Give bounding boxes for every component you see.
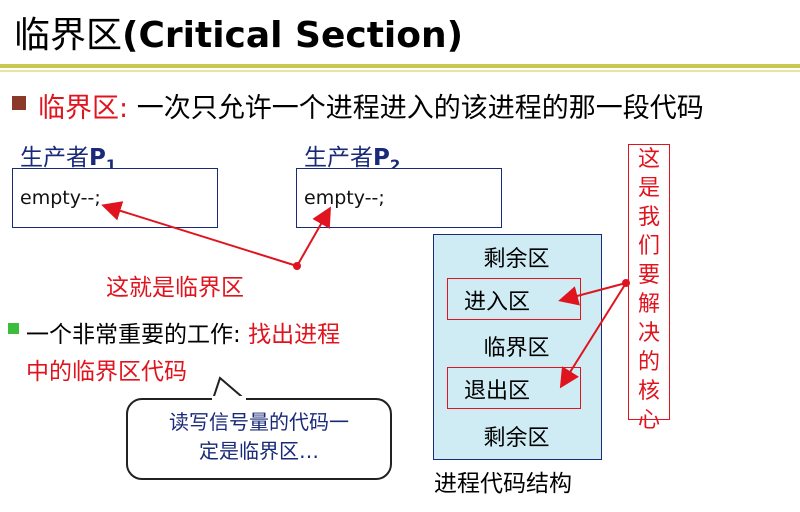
point2-line2: 中的临界区代码 [26, 359, 187, 385]
core-callout-char: 我 [637, 205, 660, 230]
structure-exit: 退出区 [463, 379, 530, 404]
core-callout-text: 这是我们要解决的核心 [629, 145, 669, 435]
bubble-tail-cover [212, 396, 246, 402]
core-callout-box: 这是我们要解决的核心 [628, 144, 670, 433]
core-callout-char: 决 [637, 321, 660, 346]
core-callout-char: 要 [637, 263, 660, 288]
core-callout-char: 是 [637, 176, 660, 201]
structure-critical: 临界区 [483, 336, 550, 361]
bubble-line1: 读写信号量的代码一 [169, 410, 349, 434]
bullet-square-icon [12, 96, 26, 110]
title-en: (Critical Section) [122, 15, 464, 56]
core-callout-char: 这 [637, 147, 660, 172]
point2-prefix: 一个非常重要的工作: [26, 322, 249, 348]
producer1-code: empty--; [20, 187, 101, 209]
title-underline-light [0, 70, 800, 72]
producer2-label: 生产者P2 [304, 138, 400, 175]
bubble-line2: 定是临界区… [199, 439, 319, 463]
structure-remainder-top: 剩余区 [483, 247, 550, 272]
definition-line: 临界区: 一次只允许一个进程进入的该进程的那一段代码 [38, 86, 704, 125]
core-callout-char: 解 [637, 292, 660, 317]
arrow-to-exit [559, 282, 627, 389]
definition-text: 一次只允许一个进程进入的该进程的那一段代码 [128, 93, 704, 124]
core-callout-char: 的 [637, 350, 660, 375]
callout-origin-dot [622, 279, 630, 287]
point2-highlight-a: 找出进程 [248, 322, 341, 348]
producer1-label: 生产者P1 [20, 138, 116, 175]
arrow-to-entry [558, 282, 627, 306]
producer2-name: 生产者 [304, 145, 373, 171]
title-zh: 临界区 [14, 15, 123, 56]
producer2-sub: 2 [389, 156, 401, 175]
bullet-green-icon [8, 323, 19, 334]
critical-section-label: 这就是临界区 [106, 275, 244, 301]
structure-entry: 进入区 [463, 290, 530, 315]
point2-line1: 一个非常重要的工作: 找出进程 [26, 315, 340, 349]
arrow-to-p1 [101, 201, 298, 267]
producer1-sub: 1 [105, 156, 117, 175]
process-structure-box [433, 234, 602, 460]
page-title: 临界区(Critical Section) [14, 6, 463, 58]
producer2-code: empty--; [304, 187, 385, 209]
core-callout-char: 核 [637, 379, 660, 404]
core-callout-char: 们 [637, 234, 660, 259]
definition-term: 临界区: [38, 93, 129, 124]
speech-bubble: 读写信号量的代码一 定是临界区… [126, 398, 392, 480]
producer1-letter: P [89, 145, 106, 171]
producer2-letter: P [373, 145, 390, 171]
structure-remainder-bottom: 剩余区 [483, 426, 550, 451]
title-underline [0, 64, 800, 68]
arrow-to-p2 [296, 206, 331, 267]
producer1-name: 生产者 [20, 145, 89, 171]
arrow-origin-dot [293, 262, 301, 270]
core-callout-char: 心 [637, 408, 660, 433]
exit-section-box [447, 367, 581, 409]
structure-caption: 进程代码结构 [434, 471, 572, 497]
